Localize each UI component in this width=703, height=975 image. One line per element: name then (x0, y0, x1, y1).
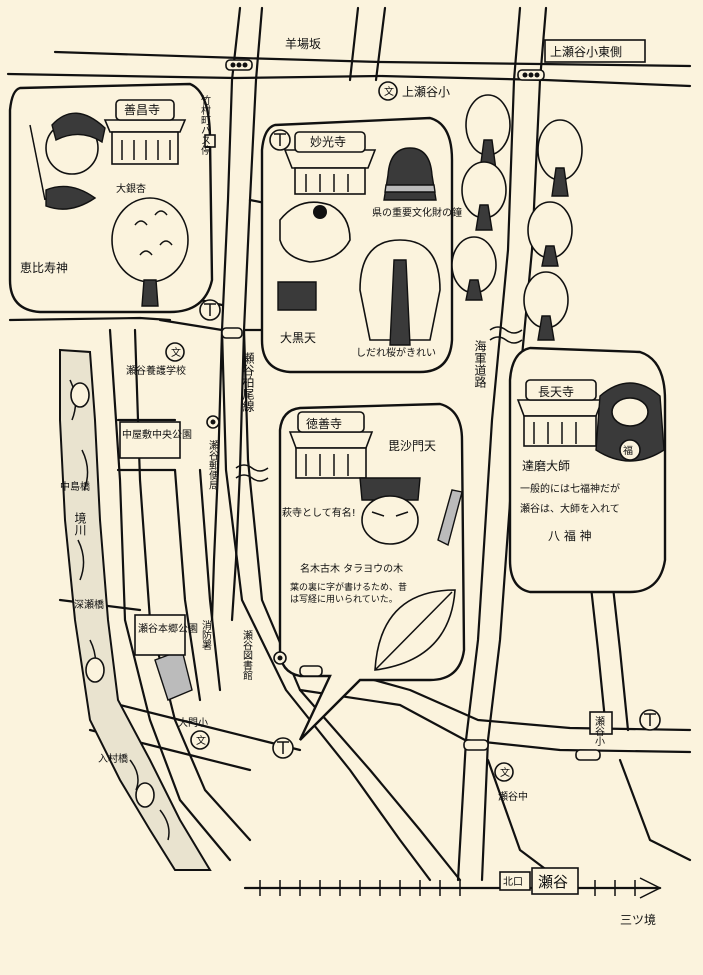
label-yokobazaka: 羊場坂 (285, 36, 321, 51)
label-yogo: 瀬谷養護学校 (126, 364, 186, 377)
label-exit: 北口 (503, 876, 523, 888)
seya-sho2-box (589, 711, 613, 735)
label-daruma-title: 達磨大師 (522, 459, 570, 473)
label-daruma-note1: 一般的には七福神だが (520, 482, 620, 495)
kamiseya-east-box (544, 39, 646, 63)
daruma-figure (595, 382, 665, 462)
school-symbol-text-3: 文 (196, 734, 206, 747)
label-kamiseya-sho: 上瀬谷小 (402, 85, 450, 99)
weeping-cherry-tree (359, 239, 441, 346)
bishamonten-figure (359, 477, 463, 547)
school-symbol-text-4: 文 (500, 766, 510, 779)
label-nakayashiki: 中屋敷中央公園 (122, 428, 192, 441)
bus-stop-sign (204, 134, 216, 160)
zenshoji-temple (103, 99, 187, 165)
temple-symbols (199, 129, 661, 759)
label-irimura: 入村橋 (98, 752, 128, 765)
ebisu-figure (29, 112, 106, 210)
area-ebisu (8, 82, 214, 314)
chotenji-temple (516, 379, 604, 447)
label-seya-chu: 瀬谷中 (498, 790, 528, 803)
river-fish-drawings (70, 382, 155, 808)
label-daruma-note2: 瀬谷は、大師を入れて (520, 502, 620, 515)
tarayo-leaf (374, 589, 456, 671)
label-hokka: 消防署 (200, 619, 212, 650)
label-seya-yubin: 瀬谷郵便局 (207, 440, 219, 491)
label-sakamoto: 瀬谷柏尾線 (241, 352, 255, 412)
label-kaigun: 海軍道路 (473, 339, 487, 389)
label-omachi-sho: 大門小 (178, 716, 208, 729)
nakayashiki-park-box (119, 421, 181, 459)
school-symbol-text-2: 文 (171, 346, 181, 359)
cherry-trees (451, 94, 583, 341)
label-chotenji: 長天寺 (538, 385, 574, 399)
label-shidare: しだれ桜がきれい (356, 346, 436, 359)
label-ebisu: 恵比寿神 (20, 261, 68, 275)
label-seya-hon: 瀬谷本郷公園 (138, 622, 198, 635)
bell-figure (383, 147, 437, 201)
label-hagi: 萩寺として有名! (282, 506, 356, 519)
seya-station-box (531, 867, 579, 895)
label-daruma-note3: 八 福 神 (548, 528, 592, 543)
label-fukubashi: 深瀬橋 (74, 598, 104, 611)
label-seya-sho2: 瀬谷小 (593, 716, 605, 747)
tokuzoji-temple (288, 411, 374, 479)
seya-honkyo-park-pond (154, 649, 193, 701)
road-break-marks (235, 326, 523, 482)
label-zenshoji: 善昌寺 (124, 102, 160, 117)
school-symbol-text-1: 文 (384, 85, 394, 98)
label-tarayo: 名木古木 タラヨウの木 (300, 562, 403, 575)
north-exit-box (499, 871, 531, 891)
label-daikoku: 大黒天 (280, 331, 316, 345)
label-bishamonten: 毘沙門天 (388, 439, 436, 453)
label-tokuzoji: 徳善寺 (306, 416, 342, 431)
label-kamiseya-shotoho: 上瀬谷小東側 (550, 45, 622, 59)
label-daruma-face: 福 (623, 444, 633, 457)
label-sakaigawa: 境川 (73, 511, 87, 536)
daikoku-figure (277, 201, 351, 311)
big-ginkgo-tree (111, 197, 189, 307)
myokoji-temple (283, 131, 377, 195)
school-symbols (165, 81, 514, 782)
label-bus-stop: 竹村町バス停 (199, 94, 211, 156)
traffic-signals (221, 59, 601, 761)
post-office-mark (206, 415, 287, 665)
label-bell: 県の重要文化財の鐘 (372, 206, 462, 219)
label-nakajimabashi: 中島橋 (60, 480, 90, 493)
label-ookuro-sugi: 大銀杏 (116, 182, 146, 195)
railway-ties (259, 880, 636, 896)
road-network (6, 6, 692, 899)
label-myokoji: 妙光寺 (310, 135, 346, 149)
label-seya-keisatsu: 瀬谷図書館 (241, 630, 253, 681)
label-mitsukyo: 三ツ境 (620, 912, 656, 927)
seya-honkyo-park-box (134, 614, 186, 656)
label-tarayo-note: 葉の裏に字が書けるため、昔は写経に用いられていた。 (290, 583, 408, 605)
label-station: 瀬谷 (538, 873, 568, 891)
